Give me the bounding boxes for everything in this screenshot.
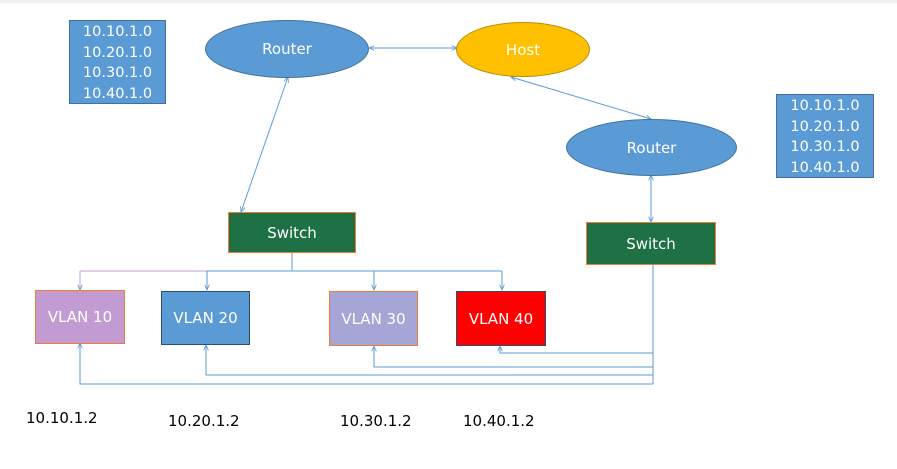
- address-line: 10.30.1.0: [790, 139, 860, 155]
- vlan-10-box: VLAN 10: [35, 290, 125, 344]
- switch-right-vlan-feeds: [80, 265, 654, 385]
- ip-label-vlan30: 10.30.1.2: [340, 412, 412, 430]
- address-line: 10.10.1.0: [790, 98, 860, 114]
- router-right-node: Router: [566, 119, 737, 176]
- host-label: Host: [505, 40, 541, 59]
- router-left-label: Router: [262, 40, 312, 58]
- switch-left-vlan-trunk: [80, 253, 502, 290]
- address-line: 10.10.1.0: [82, 24, 153, 40]
- vlan-30-label: VLAN 30: [341, 309, 406, 328]
- address-list-right: 10.10.1.0 10.20.1.0 10.30.1.0 10.40.1.0: [776, 94, 874, 178]
- ip-label-vlan10: 10.10.1.2: [26, 409, 98, 427]
- vlan-30-box: VLAN 30: [329, 291, 418, 346]
- host-node: Host: [456, 22, 590, 77]
- link-host-router-right: [511, 77, 651, 119]
- ip-label-vlan40: 10.40.1.2: [463, 412, 535, 430]
- switch-left-node: Switch: [228, 212, 356, 253]
- vlan-40-box: VLAN 40: [456, 291, 546, 346]
- switch-right-node: Switch: [586, 222, 716, 265]
- switch-right-label: Switch: [626, 234, 676, 253]
- link-router-switch-left: [241, 77, 288, 212]
- vlan-20-label: VLAN 20: [173, 309, 238, 327]
- switch-left-label: Switch: [267, 223, 317, 242]
- vlan-10-label: VLAN 10: [47, 308, 113, 326]
- address-line: 10.20.1.0: [790, 118, 860, 135]
- address-line: 10.40.1.0: [790, 159, 860, 176]
- address-line: 10.30.1.0: [82, 65, 153, 81]
- ip-label-vlan20: 10.20.1.2: [168, 412, 240, 430]
- router-right-label: Router: [626, 138, 677, 157]
- vlan-20-box: VLAN 20: [161, 291, 250, 345]
- vlan-40-label: VLAN 40: [468, 309, 534, 328]
- address-list-left: 10.10.1.0 10.20.1.0 10.30.1.0 10.40.1.0: [69, 20, 166, 104]
- address-line: 10.40.1.0: [82, 85, 153, 102]
- router-left-node: Router: [205, 20, 369, 78]
- address-line: 10.20.1.0: [82, 44, 153, 61]
